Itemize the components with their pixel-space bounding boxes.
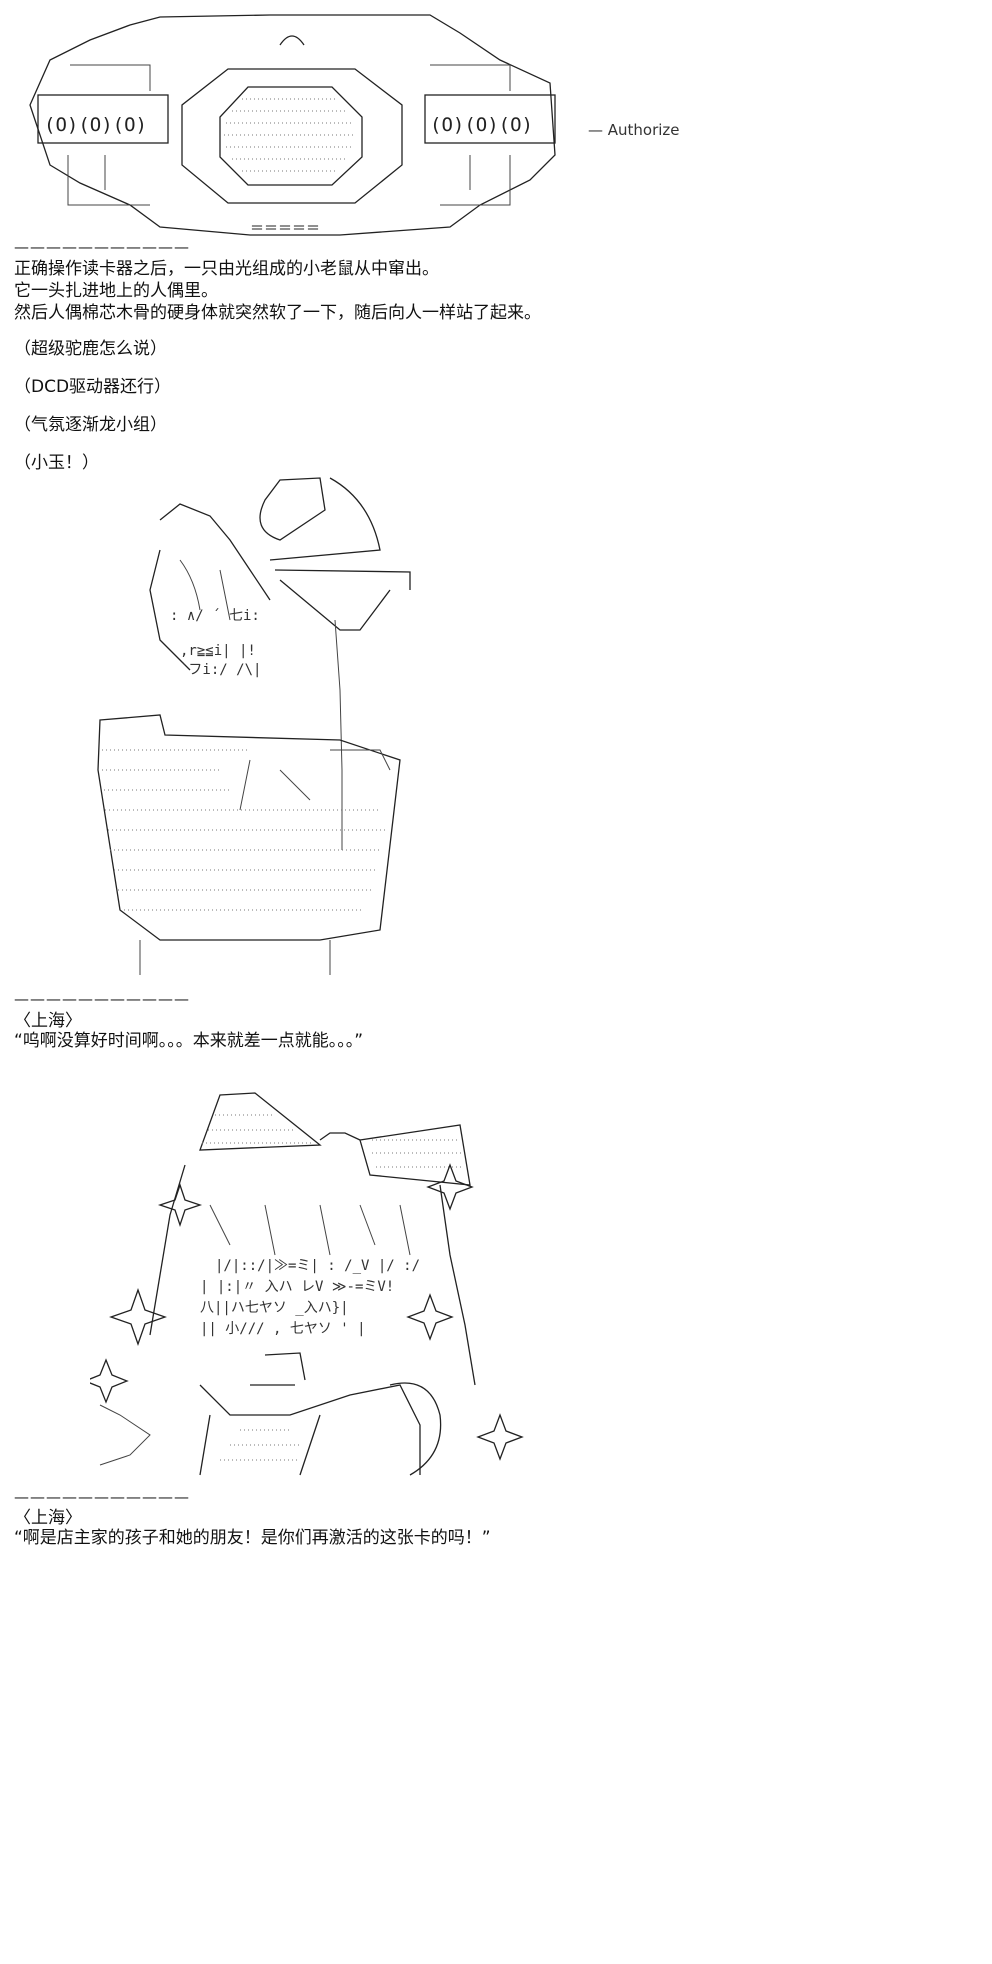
aside-1: （超级驼鹿怎么说） (14, 339, 167, 359)
aside-3: （气氛逐渐龙小组） (14, 415, 167, 435)
svg-text:八||ハ七ヤソ _入ハ}|: 八||ハ七ヤソ _入ハ}| (200, 1300, 349, 1316)
svg-text:: ∧/ ´ 七i:: : ∧/ ´ 七i: (170, 608, 260, 624)
svg-text:(O)(O)(O): (O)(O)(O) (44, 114, 147, 136)
svg-text:＝＝＝＝＝: ＝＝＝＝＝ (250, 221, 320, 237)
doll-with-sparkles-art: |/|::/|≫=ミ| : /_V |/ :/ | |:|〃 入ハ レV ≫-=… (90, 1085, 610, 1485)
driver-belt-art: (O)(O)(O) (O)(O)(O) ＝＝＝＝＝ (10, 5, 580, 237)
speaker-label-1: 〈上海〉 (14, 1011, 82, 1031)
aside-2: （DCD驱动器还行） (14, 377, 172, 397)
authorize-label: — Authorize (588, 121, 680, 139)
svg-text:(O)(O)(O): (O)(O)(O) (430, 114, 533, 136)
svg-text:`フi:/ /\|: `フi:/ /\| (180, 662, 261, 678)
dialogue-line-2: “啊是店主家的孩子和她的朋友！是你们再激活的这张卡的吗！” (14, 1528, 491, 1548)
divider-3: ——————————— (14, 1488, 190, 1506)
svg-text:| |:|〃 入ハ レV ≫-=ミV!: | |:|〃 入ハ レV ≫-=ミV! (200, 1279, 394, 1295)
svg-text:|| 小/// , 七ヤソ ' |: || 小/// , 七ヤソ ' | (200, 1321, 366, 1337)
speaker-label-2: 〈上海〉 (14, 1508, 82, 1528)
narration-line-3: 然后人偶棉芯木骨的硬身体就突然软了一下，随后向人一样站了起来。 (14, 303, 541, 323)
narration-line-2: 它一头扎进地上的人偶里。 (14, 281, 218, 301)
divider-2: ——————————— (14, 990, 190, 1008)
svg-text:|/|::/|≫=ミ| : /_V |/ :/: |/|::/|≫=ミ| : /_V |/ :/ (215, 1258, 420, 1274)
narration-line-1: 正确操作读卡器之后，一只由光组成的小老鼠从中窜出。 (14, 259, 439, 279)
divider-1: ——————————— (14, 238, 190, 256)
doll-with-bow-art: : ∧/ ´ 七i: ,r≧≦i| |! `フi:/ /\| (80, 470, 480, 988)
dialogue-line-1: “呜啊没算好时间啊。。。本来就差一点就能。。。” (14, 1031, 364, 1051)
aside-4: （小玉！） (14, 453, 99, 473)
svg-text:,r≧≦i| |!: ,r≧≦i| |! (180, 643, 256, 659)
